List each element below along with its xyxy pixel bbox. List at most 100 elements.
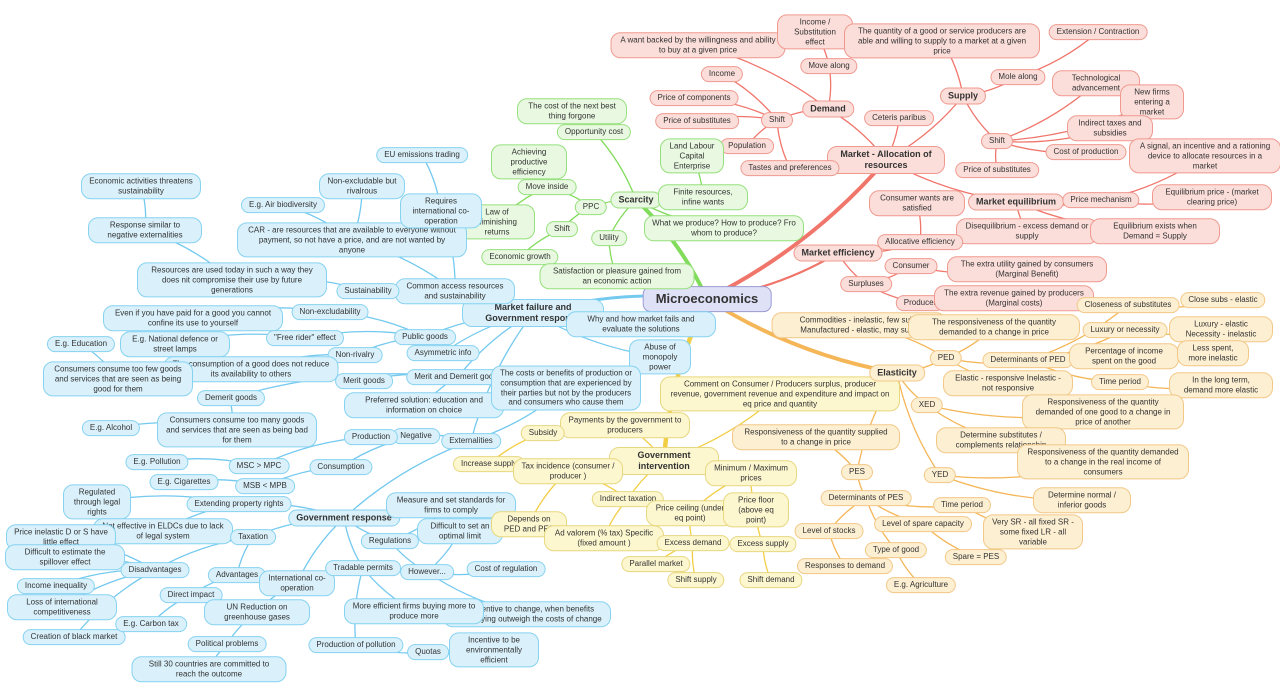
mindmap-node[interactable]: Price floor (above eq point) (723, 492, 789, 528)
mindmap-node[interactable]: E.g. Education (46, 336, 116, 352)
mindmap-node[interactable]: Consumers consume too few goods and serv… (43, 361, 193, 397)
mindmap-node[interactable]: Spare = PES (944, 549, 1008, 565)
mindmap-node[interactable]: Close subs - elastic (1180, 292, 1266, 308)
mindmap-node[interactable]: Elasticity (869, 364, 925, 382)
mindmap-node[interactable]: Economic growth (481, 249, 559, 265)
mindmap-node[interactable]: Not effective in ELDCs due to lack of le… (93, 518, 233, 544)
mindmap-node[interactable]: Comment on Consumer / Producers surplus,… (660, 376, 900, 412)
mindmap-node[interactable]: More efficient firms buying more to prod… (344, 598, 484, 624)
mindmap-node[interactable]: MSB < MPB (235, 478, 295, 494)
mindmap-node[interactable]: Consumer (884, 258, 938, 274)
mindmap-node[interactable]: Creation of black market (22, 629, 126, 645)
mindmap-node[interactable]: Shift (760, 112, 794, 128)
mindmap-node[interactable]: Economic activities threatens sustainabi… (81, 173, 201, 199)
mindmap-node[interactable]: EU emissions trading (376, 147, 468, 163)
mindmap-node[interactable]: Abuse of monopoly power (629, 339, 691, 375)
mindmap-node[interactable]: E.g. Pollution (125, 454, 189, 470)
mindmap-node[interactable]: In the long term, demand more elastic (1169, 372, 1273, 398)
mindmap-node[interactable]: PPC (574, 199, 608, 215)
mindmap-node[interactable]: Non-rivalry (327, 347, 383, 363)
mindmap-node[interactable]: Merit and Demerit goods (406, 369, 510, 385)
mindmap-node[interactable]: Population (720, 138, 774, 154)
mindmap-node[interactable]: What we produce? How to produce? Fro who… (644, 215, 804, 241)
mindmap-node[interactable]: Tax incidence (consumer / producer ) (513, 458, 623, 484)
mindmap-node[interactable]: Elastic - responsive Inelastic - not res… (943, 370, 1073, 396)
mindmap-node[interactable]: Allocative efficiency (877, 234, 963, 250)
mindmap-node[interactable]: Tastes and preferences (740, 160, 840, 176)
mindmap-node[interactable]: Finite resources, infine wants (658, 184, 748, 210)
mindmap-node[interactable]: Cost of production (1045, 144, 1127, 160)
mindmap-node[interactable]: Very SR - all fixed SR - some fixed LR -… (983, 514, 1083, 550)
mindmap-node[interactable]: Incentive to be environmentally efficien… (449, 632, 539, 668)
mindmap-node[interactable]: Level of spare capacity (874, 516, 972, 532)
mindmap-node[interactable]: Asymmetric info (406, 345, 480, 361)
mindmap-node[interactable]: Determinants of PES (820, 490, 912, 506)
mindmap-node[interactable]: Determinants of PED (982, 352, 1074, 368)
mindmap-node[interactable]: Political problems (187, 636, 267, 652)
mindmap-node[interactable]: Ceteris paribus (864, 110, 934, 126)
mindmap-node[interactable]: Resources are used today in such a way t… (137, 262, 327, 298)
mindmap-node[interactable]: Consumers consume too many goods and ser… (157, 412, 317, 448)
mindmap-node[interactable]: Demand (802, 100, 854, 118)
mindmap-node[interactable]: Move inside (517, 179, 577, 195)
mindmap-node[interactable]: PES (840, 464, 874, 480)
mindmap-node[interactable]: Luxury or necessity (1082, 322, 1168, 338)
mindmap-node[interactable]: Government response (288, 509, 400, 527)
mindmap-node[interactable]: Percentage of income spent on the good (1069, 343, 1179, 369)
mindmap-node[interactable]: Disequilibrium - excess demand or supply (956, 218, 1098, 244)
mindmap-node[interactable]: Equilibrium exists when Demand = Supply (1090, 218, 1220, 244)
mindmap-node[interactable]: E.g. Air biodiversity (240, 197, 326, 213)
mindmap-node[interactable]: The extra utility gained by consumers (M… (947, 256, 1107, 282)
mindmap-node[interactable]: Time period (933, 497, 991, 513)
mindmap-node[interactable]: Excess demand (656, 535, 730, 551)
mindmap-node[interactable]: Satisfaction or pleasure gained from an … (539, 263, 695, 289)
mindmap-node[interactable]: "Free rider" effect (266, 330, 344, 346)
mindmap-node[interactable]: Quotas (407, 644, 449, 660)
mindmap-node[interactable]: E.g. Agriculture (885, 577, 957, 593)
mindmap-node[interactable]: Mole along (990, 69, 1046, 85)
mindmap-node[interactable]: The quantity of a good or service produc… (844, 23, 1040, 59)
mindmap-node[interactable]: Loss of international competitiveness (7, 594, 117, 620)
mindmap-node[interactable]: International co-operation (259, 570, 335, 596)
mindmap-node[interactable]: Consumption (309, 459, 373, 475)
mindmap-node[interactable]: Scarcity (610, 191, 662, 209)
mindmap-node[interactable]: Government intervention (609, 447, 719, 475)
mindmap-node[interactable]: Move along (800, 58, 858, 74)
mindmap-node[interactable]: PED (929, 350, 963, 366)
mindmap-node[interactable]: Preferred solution: education and inform… (344, 392, 504, 418)
mindmap-node[interactable]: YED (923, 467, 957, 483)
mindmap-node[interactable]: Shift demand (739, 572, 803, 588)
mindmap-node[interactable]: Market efficiency (793, 244, 883, 262)
mindmap-node[interactable]: Market - Allocation of resources (827, 146, 945, 174)
mindmap-node[interactable]: Difficult to estimate the spillover effe… (5, 544, 125, 570)
mindmap-node[interactable]: Externalities (441, 433, 501, 449)
mindmap-node[interactable]: Surpluses (840, 276, 892, 292)
mindmap-node[interactable]: Responses to demand (796, 558, 894, 574)
mindmap-node[interactable]: Sustainability (336, 283, 400, 299)
mindmap-node[interactable]: Requires international co-operation (400, 193, 482, 229)
mindmap-node[interactable]: Production (343, 429, 399, 445)
mindmap-node[interactable]: Shift (545, 221, 579, 237)
mindmap-node[interactable]: Responsiveness of the quantity supplied … (732, 424, 900, 450)
mindmap-node[interactable]: E.g. Carbon tax (115, 616, 187, 632)
mindmap-node[interactable]: Market equilibrium (967, 193, 1065, 211)
mindmap-node[interactable]: Production of pollution (308, 637, 404, 653)
mindmap-node[interactable]: Indirect taxes and subsidies (1067, 115, 1153, 141)
mindmap-node[interactable]: XED (910, 397, 944, 413)
mindmap-node[interactable]: Minimum / Maximum prices (705, 460, 797, 486)
mindmap-node[interactable]: Direct impact (159, 587, 223, 603)
mindmap-node[interactable]: Supply (939, 87, 987, 105)
mindmap-node[interactable]: Payments by the government to producers (560, 412, 690, 438)
mindmap-node[interactable]: Income / Substitution effect (777, 14, 853, 50)
mindmap-node[interactable]: Price of components (649, 90, 739, 106)
mindmap-node[interactable]: Increase supply (452, 456, 526, 472)
mindmap-node[interactable]: Level of stocks (794, 523, 864, 539)
mindmap-node[interactable]: Ad valorem (% tax) Specific (fixed amoun… (544, 525, 664, 551)
mindmap-node[interactable]: Extension / Contraction (1048, 24, 1148, 40)
mindmap-node[interactable]: Advantages (207, 567, 267, 583)
mindmap-node[interactable]: Income (700, 66, 744, 82)
mindmap-node[interactable]: Shift supply (667, 572, 725, 588)
mindmap-node[interactable]: Equilibrium price - (market clearing pri… (1152, 184, 1272, 210)
mindmap-node[interactable]: Still 30 countries are committed to reac… (131, 656, 287, 682)
